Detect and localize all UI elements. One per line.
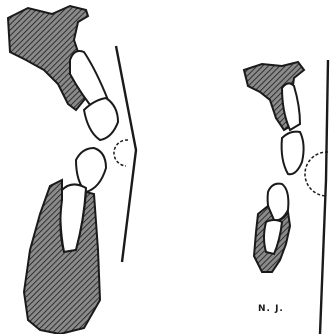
left-angle-line xyxy=(116,46,136,262)
left-profile xyxy=(8,6,136,334)
left-upper-crown xyxy=(84,98,118,140)
right-straight-line xyxy=(320,60,328,334)
left-angle-arc xyxy=(114,140,128,166)
right-upper-crown xyxy=(282,132,304,175)
right-profile xyxy=(244,60,328,334)
artist-initials: N. J. xyxy=(258,304,284,314)
left-lower-jaw xyxy=(24,180,100,334)
